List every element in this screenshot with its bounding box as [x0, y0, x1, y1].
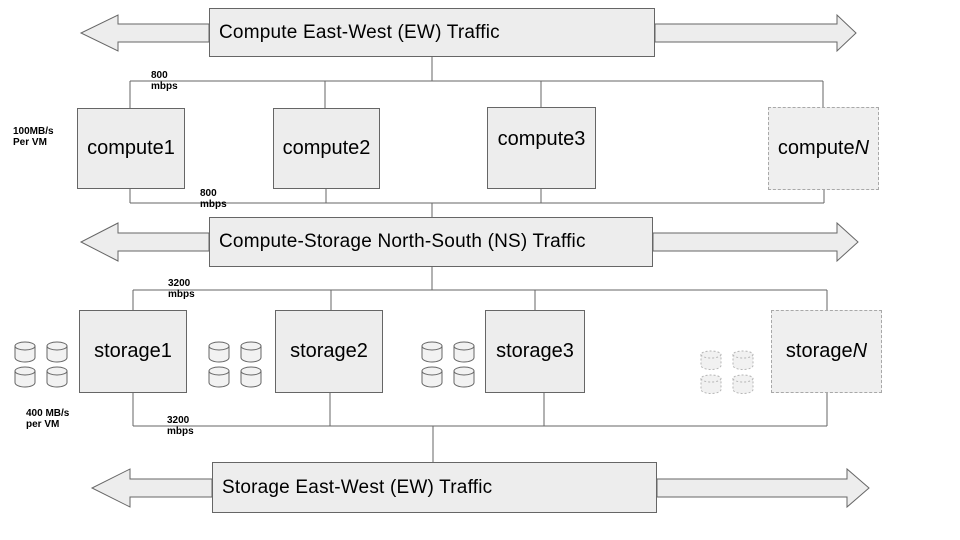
node-computeN-label: computeN [777, 137, 870, 159]
throughput-label-compute: 100MB/s Per VM [13, 126, 54, 148]
arrow-right-storage-ew [656, 467, 870, 509]
node-compute1: compute1 [77, 108, 185, 189]
database-icon [453, 366, 475, 388]
disk-group-storage2 [208, 341, 262, 388]
node-storage2: storage2 [275, 310, 383, 393]
node-storage1-label: storage1 [94, 340, 172, 362]
arrow-right-compute-ew [654, 13, 857, 53]
disk-group-storage1 [14, 341, 68, 388]
node-storage2-label: storage2 [290, 340, 368, 362]
arrow-left-compute-storage-ns [79, 222, 210, 262]
database-icon [208, 366, 230, 388]
database-icon [453, 341, 475, 363]
node-computeN: computeN [768, 107, 879, 190]
database-icon [700, 374, 722, 394]
banner-storage-ew: Storage East-West (EW) Traffic [212, 462, 657, 513]
node-storage3: storage3 [485, 310, 585, 393]
database-icon [14, 341, 36, 363]
node-storage3-label: storage3 [496, 340, 574, 362]
database-icon [700, 350, 722, 370]
database-icon [421, 341, 443, 363]
database-icon [46, 366, 68, 388]
bandwidth-label-compute-bottom: 800 mbps [200, 188, 227, 210]
database-icon [732, 374, 754, 394]
arrow-right-compute-storage-ns [652, 221, 859, 263]
node-storageN: storageN [771, 310, 882, 393]
database-icon [421, 366, 443, 388]
banner-compute-storage-ns-label: Compute-Storage North-South (NS) Traffic [219, 231, 586, 252]
database-icon [240, 366, 262, 388]
arrow-left-compute-ew [79, 14, 210, 52]
node-storage1: storage1 [79, 310, 187, 393]
node-compute3: compute3 [487, 107, 596, 189]
banner-storage-ew-label: Storage East-West (EW) Traffic [222, 476, 493, 498]
database-icon [208, 341, 230, 363]
database-icon [14, 366, 36, 388]
node-compute1-label: compute1 [87, 137, 175, 159]
banner-compute-storage-ns: Compute-Storage North-South (NS) Traffic [209, 217, 653, 267]
arrow-left-storage-ew [90, 468, 213, 508]
disk-group-storage3 [421, 341, 475, 388]
database-icon [240, 341, 262, 363]
connector-lines [129, 57, 828, 462]
bandwidth-label-storage-bottom: 3200 mbps [167, 415, 194, 437]
banner-compute-ew: Compute East-West (EW) Traffic [209, 8, 655, 57]
node-storageN-label: storageN [785, 340, 868, 362]
node-compute3-label: compute3 [497, 127, 586, 150]
node-compute2: compute2 [273, 108, 380, 189]
database-icon [46, 341, 68, 363]
disk-group-storageN [700, 350, 754, 395]
node-compute2-label: compute2 [282, 137, 371, 159]
throughput-label-storage: 400 MB/s per VM [26, 408, 70, 430]
database-icon [732, 350, 754, 370]
bandwidth-label-compute-top: 800 mbps [151, 70, 178, 92]
bandwidth-label-storage-top: 3200 mbps [168, 278, 195, 300]
banner-compute-ew-label: Compute East-West (EW) Traffic [219, 21, 500, 43]
